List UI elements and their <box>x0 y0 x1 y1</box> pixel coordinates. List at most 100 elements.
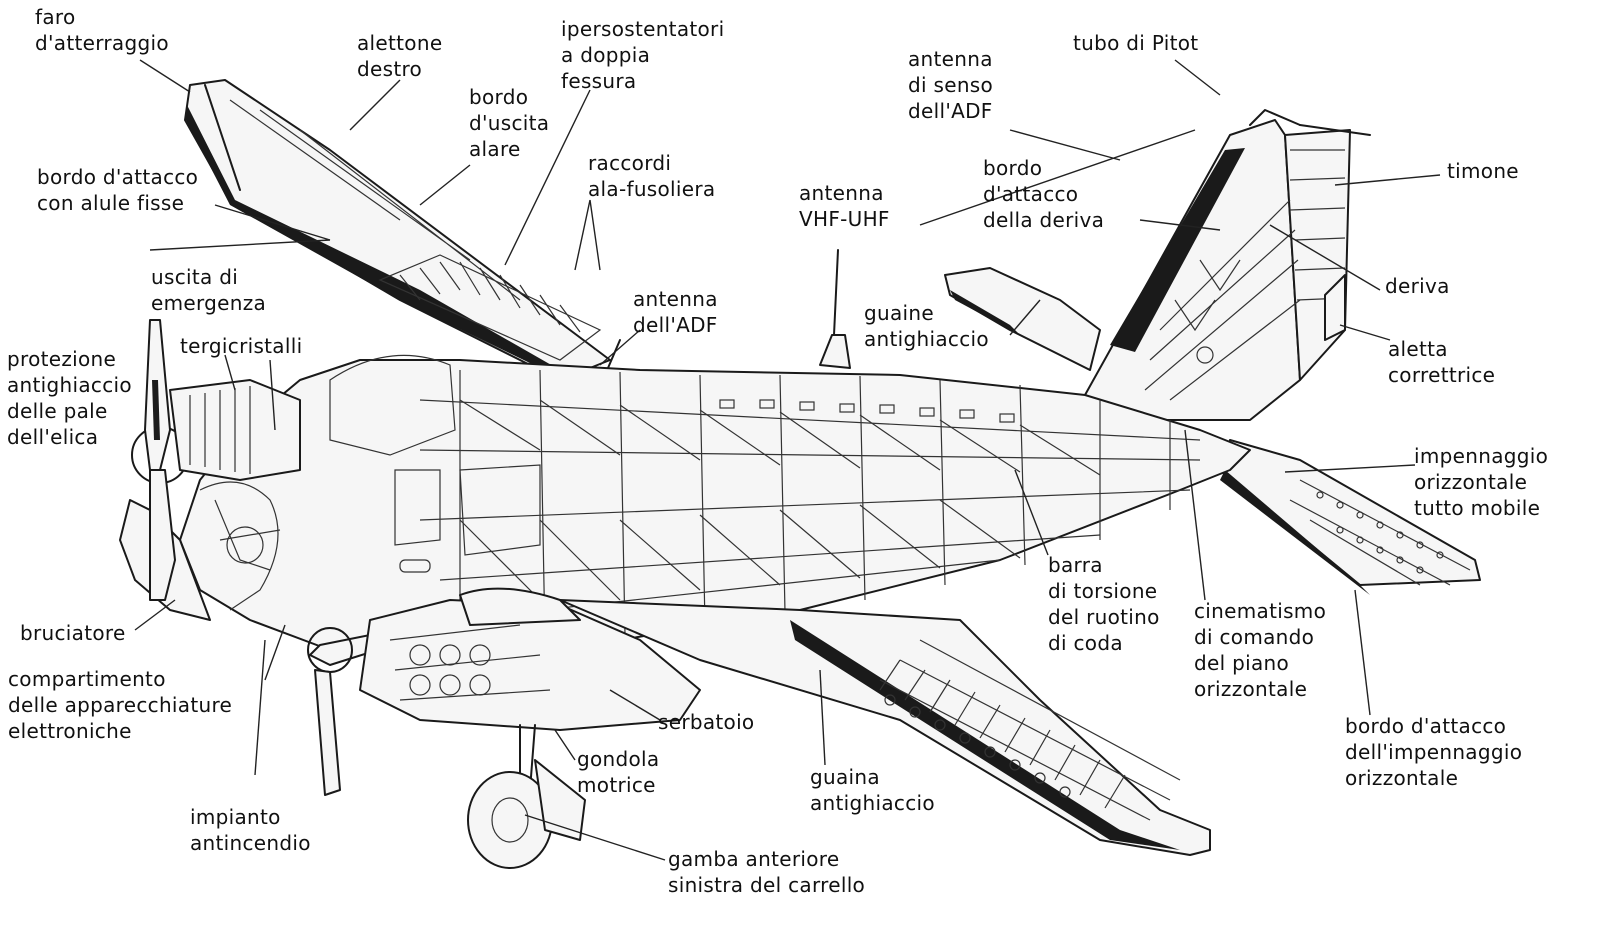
label-gondola-motrice: gondola motrice <box>577 746 659 798</box>
label-line: alare <box>469 137 521 161</box>
label-line: di coda <box>1048 631 1123 655</box>
label-cinematismo: cinematismo di comando del piano orizzon… <box>1194 598 1326 702</box>
label-line: alettone <box>357 31 443 55</box>
label-line: bordo <box>983 156 1043 180</box>
horizontal-tail <box>944 267 1481 595</box>
label-faro-atterraggio: faro d'atterraggio <box>35 4 169 56</box>
label-line: antighiaccio <box>810 791 935 815</box>
label-bordo-uscita-alare: bordo d'uscita alare <box>469 84 549 162</box>
label-line: motrice <box>577 773 656 797</box>
label-line: impennaggio <box>1414 444 1549 468</box>
label-tubo-pitot: tubo di Pitot <box>1073 30 1198 56</box>
label-line: fessura <box>561 69 637 93</box>
label-line: della deriva <box>983 208 1105 232</box>
label-line: destro <box>357 57 423 81</box>
label-line: antighiaccio <box>7 373 132 397</box>
label-line: di torsione <box>1048 579 1158 603</box>
label-line: bordo d'attacco <box>37 165 199 189</box>
fuselage <box>179 249 1251 661</box>
label-ipersostentatori: ipersostentatori a doppia fessura <box>561 16 724 94</box>
label-line: tergicristalli <box>180 334 303 358</box>
label-line: tubo di Pitot <box>1073 31 1199 55</box>
label-line: del ruotino <box>1048 605 1160 629</box>
label-line: tutto mobile <box>1414 496 1541 520</box>
label-line: timone <box>1447 159 1519 183</box>
label-line: VHF-UHF <box>799 207 890 231</box>
right-wing <box>184 79 611 381</box>
label-line: di comando <box>1194 625 1315 649</box>
label-line: antenna <box>908 47 993 71</box>
label-aletta-correttrice: aletta correttrice <box>1388 336 1495 388</box>
label-line: serbatoio <box>658 710 755 734</box>
label-line: bruciatore <box>20 621 126 645</box>
label-bordo-attacco-impennaggio: bordo d'attacco dell'impennaggio orizzon… <box>1345 713 1522 791</box>
label-guaina-antighiaccio: guaina antighiaccio <box>810 764 935 816</box>
label-impianto-antincendio: impianto antincendio <box>190 804 311 856</box>
label-line: dell'impennaggio <box>1345 740 1523 764</box>
label-line: di senso <box>908 73 994 97</box>
label-line: a doppia <box>561 43 651 67</box>
label-line: gamba anteriore <box>668 847 840 871</box>
label-bordo-attacco-deriva: bordo d'attacco della deriva <box>983 155 1104 233</box>
label-deriva: deriva <box>1385 273 1450 299</box>
label-line: guaina <box>810 765 880 789</box>
label-line: con alule fisse <box>37 191 185 215</box>
label-line: uscita di <box>151 265 239 289</box>
label-line: antincendio <box>190 831 311 855</box>
label-bordo-attacco-alule: bordo d'attacco con alule fisse <box>37 164 198 216</box>
label-impennaggio-orizzontale: impennaggio orizzontale tutto mobile <box>1414 443 1548 521</box>
label-line: dell'ADF <box>908 99 993 123</box>
label-line: raccordi <box>588 151 672 175</box>
label-line: antenna <box>633 287 718 311</box>
label-line: gondola <box>577 747 660 771</box>
label-uscita-emergenza: uscita di emergenza <box>151 264 266 316</box>
label-line: bordo <box>469 85 529 109</box>
label-line: elettroniche <box>8 719 132 743</box>
label-line: d'attacco <box>983 182 1079 206</box>
label-line: ala-fusoliera <box>588 177 716 201</box>
label-gamba-anteriore: gamba anteriore sinistra del carrello <box>668 846 865 898</box>
label-line: bordo d'attacco <box>1345 714 1507 738</box>
label-line: faro <box>35 5 76 29</box>
label-line: delle pale <box>7 399 108 423</box>
label-line: ipersostentatori <box>561 17 725 41</box>
label-line: orizzontale <box>1194 677 1308 701</box>
label-line: delle apparecchiature <box>8 693 233 717</box>
label-line: guaine <box>864 301 934 325</box>
label-line: dell'elica <box>7 425 99 449</box>
label-bruciatore: bruciatore <box>20 620 126 646</box>
label-alettone-destro: alettone destro <box>357 30 442 82</box>
label-compartimento: compartimento delle apparecchiature elet… <box>8 666 232 744</box>
label-line: impianto <box>190 805 281 829</box>
label-line: antighiaccio <box>864 327 989 351</box>
label-antenna-vhf: antenna VHF-UHF <box>799 180 890 232</box>
label-line: protezione <box>7 347 117 371</box>
label-serbatoio: serbatoio <box>658 709 754 735</box>
label-protezione-antighiaccio: protezione antighiaccio delle pale dell'… <box>7 346 132 450</box>
label-line: sinistra del carrello <box>668 873 866 897</box>
label-line: aletta <box>1388 337 1448 361</box>
label-line: antenna <box>799 181 884 205</box>
label-line: d'atterraggio <box>35 31 169 55</box>
label-barra-torsione: barra di torsione del ruotino di coda <box>1048 552 1160 656</box>
label-line: dell'ADF <box>633 313 718 337</box>
label-raccordi: raccordi ala-fusoliera <box>588 150 715 202</box>
vertical-tail <box>1084 109 1371 421</box>
label-tergicristalli: tergicristalli <box>180 333 302 359</box>
label-antenna-adf: antenna dell'ADF <box>633 286 718 338</box>
label-line: deriva <box>1385 274 1450 298</box>
label-antenna-senso-adf: antenna di senso dell'ADF <box>908 46 993 124</box>
label-line: emergenza <box>151 291 267 315</box>
label-line: compartimento <box>8 667 166 691</box>
label-timone: timone <box>1447 158 1519 184</box>
label-line: d'uscita <box>469 111 550 135</box>
leader-lines <box>134 59 1441 861</box>
label-guaine-antighiaccio: guaine antighiaccio <box>864 300 989 352</box>
label-line: orizzontale <box>1414 470 1528 494</box>
left-wing <box>359 587 1211 869</box>
label-line: orizzontale <box>1345 766 1459 790</box>
label-line: correttrice <box>1388 363 1496 387</box>
label-line: barra <box>1048 553 1103 577</box>
